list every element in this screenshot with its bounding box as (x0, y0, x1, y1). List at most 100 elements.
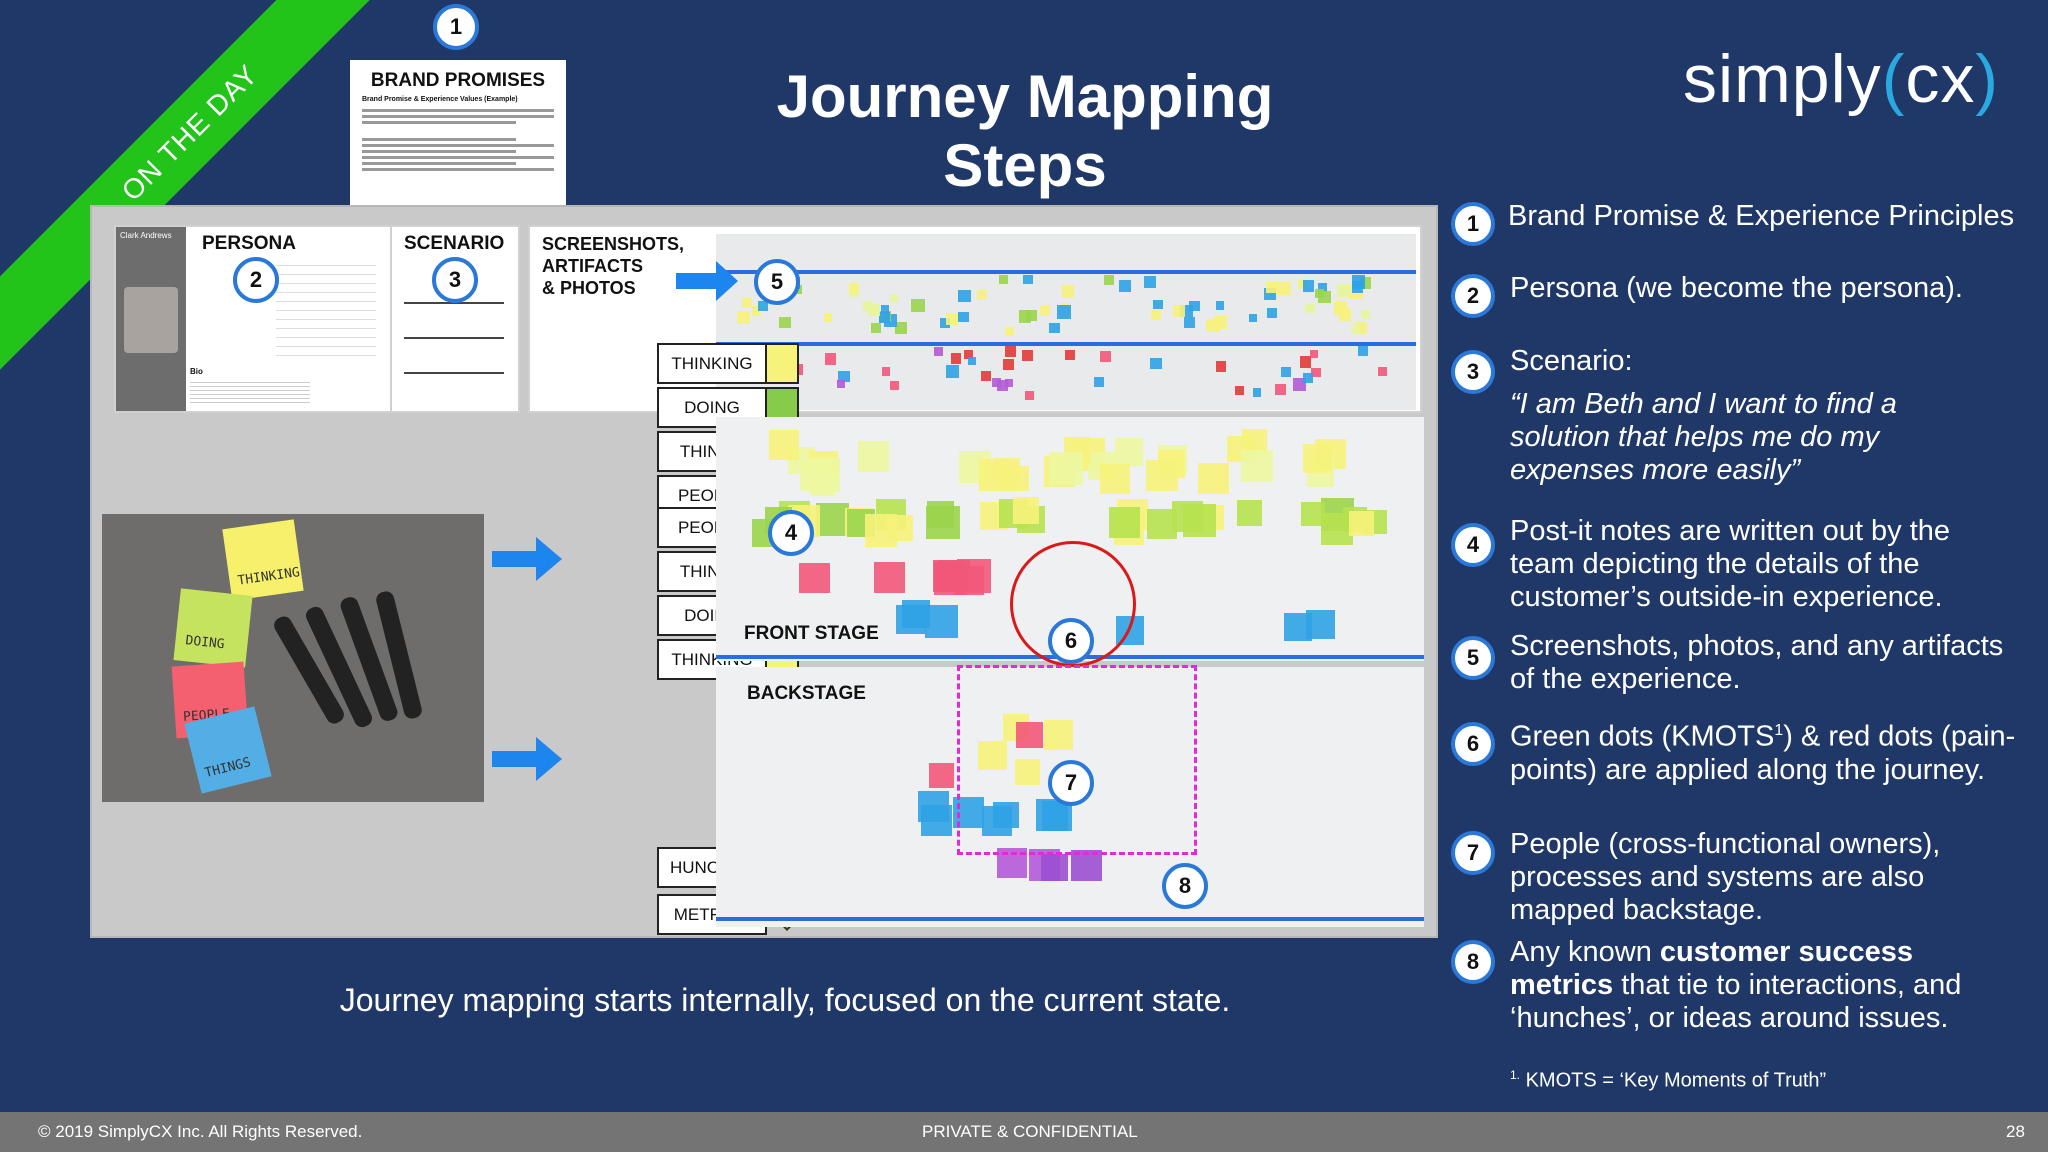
sticky-note (1300, 356, 1312, 368)
scenario-quote: “I am Beth and I want to find a solution… (1510, 388, 1897, 486)
arrow-right-icon (492, 737, 562, 781)
front-legend-row: THINKING (657, 343, 799, 384)
persona-heading: PERSONA (202, 233, 296, 254)
sticky-note (873, 561, 906, 594)
sticky-note (1264, 288, 1276, 301)
list-item-text: Screenshots, photos, and any artifacts o… (1510, 630, 2004, 695)
sticky-note (1361, 310, 1370, 319)
sticky-note (932, 559, 965, 592)
sticky-note (1317, 283, 1327, 293)
photo-note-thinking: THINKING (222, 519, 304, 601)
sticky-note (1292, 378, 1306, 392)
sticky-note (1355, 322, 1367, 334)
sticky-note (1315, 289, 1325, 299)
sticky-note (741, 297, 752, 308)
list-item-text: Post-it notes are written out by the tea… (1510, 515, 1951, 613)
footnote: 1. KMOTS = ‘Key Moments of Truth” (1510, 1068, 1826, 1093)
badge-brand-promise: 1 (433, 4, 479, 50)
list-item-bold: customer success metrics (1510, 936, 1914, 1001)
sticky-note (1280, 366, 1291, 377)
list-item-text: ) & red dots (pain-points) are applied a… (1510, 720, 2016, 786)
list-item-text: Persona (we become the persona). (1510, 272, 1963, 304)
sticky-note (1150, 310, 1161, 321)
sticky-note (1012, 497, 1039, 524)
top-wall-photo (716, 234, 1416, 410)
text-line (362, 156, 554, 159)
sticky-note (836, 379, 845, 388)
sticky-note (999, 275, 1009, 285)
sticky-note (1275, 384, 1287, 395)
scenario-heading: SCENARIO (404, 233, 505, 254)
footer-confidential: PRIVATE & CONFIDENTIAL (922, 1122, 1138, 1141)
sticky-note (1236, 499, 1263, 526)
list-item: People (cross-functional owners), proces… (1510, 828, 2020, 927)
text-line (362, 115, 554, 118)
sticky-note (838, 371, 850, 383)
wall-tape (716, 342, 1416, 346)
list-item: Any known customer success metrics that … (1510, 936, 2020, 1035)
text-line (362, 150, 516, 153)
sticky-note (751, 306, 762, 317)
screenshots-heading: SCREENSHOTS, ARTIFACTS & PHOTOS (542, 233, 684, 299)
sticky-note (1014, 759, 1041, 786)
sticky-note (940, 318, 950, 328)
sticky-note (871, 322, 882, 333)
list-badge: 6 (1451, 722, 1495, 766)
list-item: Brand Promise & Experience Principles (1508, 200, 2028, 233)
list-badge: 1 (1451, 202, 1495, 246)
sticky-note (1284, 612, 1313, 641)
brand-promises-subheading: Brand Promise & Experience Values (Examp… (362, 96, 518, 103)
sticky-note (926, 505, 960, 540)
sticky-note (1350, 323, 1361, 334)
badge-metrics: 8 (1162, 863, 1208, 909)
front-stage-label: FRONT STAGE (744, 623, 879, 644)
photo-note-things: THINGS (184, 706, 272, 794)
page-title: Journey Mapping Steps (776, 63, 1274, 199)
sticky-note (1302, 372, 1314, 384)
sticky-note (996, 380, 1008, 392)
sticky-note (1061, 285, 1075, 298)
sticky-note (1377, 367, 1387, 376)
sticky-note (1039, 305, 1051, 316)
sticky-note (978, 740, 1008, 770)
list-item-text: Any known (1510, 936, 1660, 968)
list-item: Post-it notes are written out by the tea… (1510, 515, 2020, 614)
text-line (362, 109, 554, 112)
sticky-note (1025, 391, 1034, 400)
postit-photo: THINKING DOING PEOPLE THINGS (102, 514, 484, 802)
sticky-note (1099, 464, 1130, 495)
sticky-note (1070, 850, 1102, 882)
sticky-note (1002, 358, 1014, 370)
sticky-note (1216, 361, 1227, 372)
persona-name: Clark Andrews (120, 231, 172, 240)
footer-copyright: © 2019 SimplyCX Inc. All Rights Reserved… (38, 1122, 363, 1141)
sticky-note (1041, 853, 1069, 881)
scenario-line (404, 372, 504, 374)
wall-tape (716, 270, 1416, 274)
sticky-note (1114, 437, 1144, 467)
sticky-note (823, 313, 832, 322)
sticky-note (768, 430, 799, 460)
list-item-text: People (cross-functional owners), proces… (1510, 828, 1941, 926)
sticky-note (1018, 310, 1032, 323)
sticky-note (1150, 357, 1163, 370)
list-item-text: that tie to interactions, and ‘hunches’,… (1510, 969, 1962, 1034)
logo-word: simply (1683, 41, 1882, 117)
sticky-note (1109, 506, 1141, 538)
sticky-note (779, 316, 791, 329)
logo-bracket-open: ( (1881, 41, 1906, 117)
sticky-note (1267, 308, 1278, 319)
simplycx-logo: simply(cx) (1683, 40, 1999, 118)
text-line (362, 144, 554, 147)
sticky-note (963, 349, 974, 360)
arrow-right-icon (492, 537, 562, 581)
sticky-note (758, 300, 769, 311)
scenario-card: SCENARIO (390, 225, 520, 413)
sticky-note (886, 514, 913, 541)
sticky-note (849, 283, 860, 293)
logo-suffix: cx (1905, 41, 1976, 117)
sticky-note (976, 290, 987, 301)
sticky-note (736, 310, 751, 325)
persona-bio-label: Bio (190, 367, 203, 376)
list-badge: 5 (1451, 636, 1495, 680)
